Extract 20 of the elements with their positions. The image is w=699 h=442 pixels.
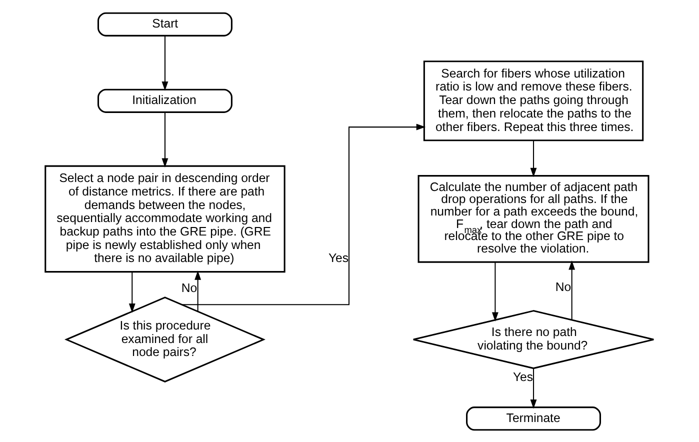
arrow: [568, 260, 576, 320]
edge-label: No: [181, 280, 198, 294]
arrow: [162, 36, 168, 90]
edge-label: Yes: [512, 369, 534, 384]
arrow: [128, 271, 136, 312]
edge-label: Yes: [328, 250, 349, 264]
node-box: Initialization: [97, 88, 232, 112]
node-box: Calculate the number of adjacent path drop operations for all paths. If the number for a path exceeds the bound, F$_{max}$, tear down the path and relocate to the other GRE pipe to resolve the violation.: [418, 174, 650, 262]
arrow: [162, 112, 168, 167]
node-box: Terminate: [466, 406, 601, 430]
arrow: [530, 368, 537, 408]
edge-label: No: [555, 280, 572, 294]
node-box: Select a node pair in descending order of distance metrics. If there are path demands between the nodes, sequentially accommodate working and backup paths into the GRE pipe. (GRE pipe is newly established only when there is no available pipe): [44, 164, 286, 272]
arrow: [492, 262, 498, 321]
node-box: Search for fibers whose utilization ratio is low and remove these fibers. Tear down the paths going through them, then relocate the paths to the other fibers. Repeat this three times.: [423, 60, 644, 141]
arrow: [182, 123, 426, 305]
arrow: [530, 140, 537, 177]
node-diamond: Is this procedure examined for all node pairs?: [64, 296, 266, 382]
arrow: [194, 270, 202, 311]
node-box: Start: [97, 12, 232, 36]
